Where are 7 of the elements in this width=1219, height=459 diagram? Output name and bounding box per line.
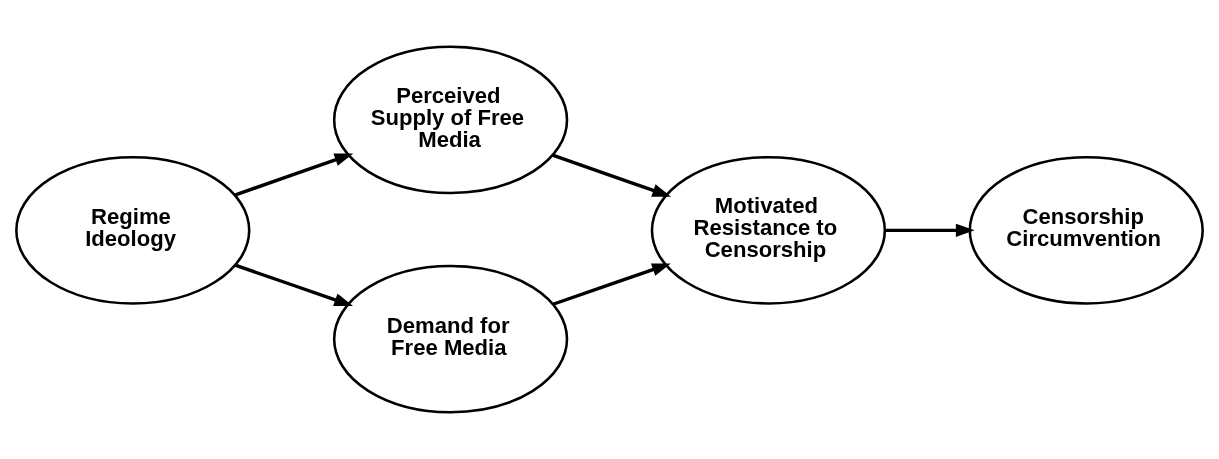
arrow — [884, 223, 975, 237]
node-ellipse: Regime Ideology — [15, 156, 251, 305]
arrow — [552, 263, 671, 306]
arrow — [234, 153, 354, 197]
arrow — [552, 153, 672, 197]
arrow — [234, 263, 353, 306]
node-ellipse: Censorship Circumvention — [968, 156, 1204, 305]
